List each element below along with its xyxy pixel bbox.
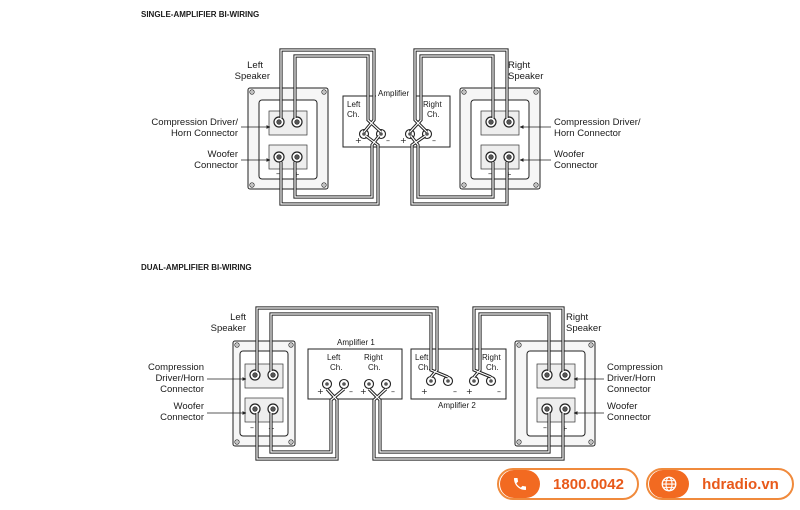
right-speaker-label-2: Speaker (508, 71, 543, 82)
dual-right-compression-1: Compression (607, 362, 663, 373)
amp-left-plus: + (355, 136, 362, 145)
left-woofer-neg-post (273, 151, 285, 163)
amplifier-box-1 (342, 91, 451, 148)
right-woofer-label-2: Connector (554, 160, 598, 171)
right-compression-label-1: Compression Driver/ (554, 117, 641, 128)
left-woofer-label-2: Connector (194, 160, 238, 171)
phone-contact-button[interactable]: 1800.0042 (497, 468, 639, 500)
amp-left-minus: – (386, 136, 390, 145)
amp2-left-ch-1: Left (415, 353, 429, 362)
dual-right-compression-2: Driver/Horn (607, 373, 656, 384)
right-minus-sign: – (488, 169, 492, 178)
dual-right-woofer-1: Woofer (607, 401, 637, 412)
right-speaker-label-1: Right (508, 60, 531, 71)
dual-right-speaker-label-1: Right (566, 312, 589, 323)
single-section-title: SINGLE-AMPLIFIER BI-WIRING (141, 10, 259, 19)
right-speaker-panel-2 (514, 340, 596, 447)
phone-number: 1800.0042 (553, 475, 624, 493)
amp-right-plus: + (400, 136, 407, 145)
amplifier-2-box (410, 348, 507, 400)
amp1-left-plus: + (317, 387, 324, 396)
amp-right-minus: – (432, 136, 436, 145)
left-speaker-label-2: Speaker (235, 71, 270, 82)
right-woofer-label-1: Woofer (554, 149, 584, 160)
dual-left-compression-1: Compression (148, 362, 204, 373)
left-horn-pos-post (291, 116, 303, 128)
amp2-right-plus: + (466, 387, 473, 396)
amp1-right-ch-2: Ch. (368, 363, 380, 372)
amp2-right-ch-2: Ch. (486, 363, 498, 372)
right-horn-pos-post (503, 116, 515, 128)
dual-wire-highlights (256, 307, 564, 460)
amp1-left-ch-1: Left (327, 353, 341, 362)
left-horn-neg-post (273, 116, 285, 128)
website-url: hdradio.vn (702, 475, 779, 493)
left-compression-label-1: Compression Driver/ (151, 117, 238, 128)
amp2-left-plus: + (421, 387, 428, 396)
dual-left-compression-3: Connector (160, 384, 204, 395)
left-speaker-panel-1 (247, 87, 329, 190)
left-compression-label-2: Horn Connector (171, 128, 238, 139)
amp1-right-plus: + (360, 387, 367, 396)
amp1-right-minus: – (391, 387, 395, 396)
globe-icon (649, 470, 689, 498)
dual-left-woofer-2: Connector (160, 412, 204, 423)
dual-left-minus: – (250, 423, 254, 432)
dual-left-speaker-label-2: Speaker (211, 323, 246, 334)
single-wire-highlights (280, 49, 508, 205)
phone-icon (500, 470, 540, 498)
right-woofer-neg-post (485, 151, 497, 163)
amp1-right-ch-1: Right (364, 353, 383, 362)
right-horn-neg-post (485, 116, 497, 128)
dual-section-title: DUAL-AMPLIFIER BI-WIRING (141, 263, 252, 272)
amp-right-ch-line1: Right (423, 100, 442, 109)
amplifier-1-label: Amplifier 1 (337, 338, 375, 347)
dual-left-compression-2: Driver/Horn (155, 373, 204, 384)
dual-right-woofer-2: Connector (607, 412, 651, 423)
website-contact-button[interactable]: hdradio.vn (646, 468, 794, 500)
amp2-left-minus: – (453, 387, 457, 396)
dual-left-woofer-1: Woofer (174, 401, 204, 412)
left-woofer-label-1: Woofer (208, 149, 238, 160)
amp2-right-ch-1: Right (482, 353, 501, 362)
right-speaker-panel-1 (459, 87, 541, 190)
amp1-left-minus: – (349, 387, 353, 396)
amplifier-2-label: Amplifier 2 (438, 401, 476, 410)
left-woofer-pos-post (291, 151, 303, 163)
amp-left-ch-line2: Ch. (347, 110, 359, 119)
left-minus-sign: – (276, 169, 280, 178)
dual-right-minus: – (543, 423, 547, 432)
amp-left-ch-line1: Left (347, 100, 361, 109)
right-woofer-pos-post (503, 151, 515, 163)
right-compression-label-2: Horn Connector (554, 128, 621, 139)
dual-left-speaker-label-1: Left (230, 312, 246, 323)
left-speaker-label-1: Left (247, 60, 263, 71)
dual-right-speaker-label-2: Speaker (566, 323, 601, 334)
amp2-right-minus: – (497, 387, 501, 396)
dual-right-compression-3: Connector (607, 384, 651, 395)
amp2-left-ch-2: Ch. (418, 363, 430, 372)
amp-right-ch-line2: Ch. (427, 110, 439, 119)
left-speaker-panel-2 (232, 340, 296, 447)
amplifier-label: Amplifier (378, 89, 409, 98)
amp1-left-ch-2: Ch. (330, 363, 342, 372)
